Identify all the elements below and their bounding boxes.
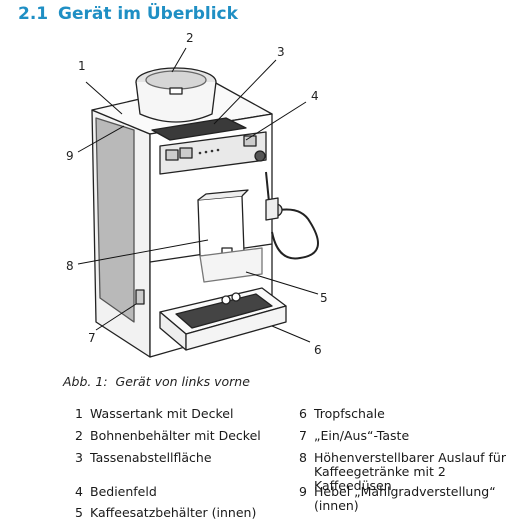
section-title: Gerät im Überblick [58, 4, 238, 24]
callout-1: 1 [78, 59, 86, 73]
figure-caption: Abb. 1: Gerät von links vorne [63, 374, 250, 389]
callout-6: 6 [314, 343, 322, 357]
coffee-machine-illustration: 1 2 3 4 5 6 7 8 9 [0, 22, 526, 372]
caption-text: Gerät von links vorne [115, 374, 250, 389]
callout-5: 5 [320, 291, 328, 305]
callout-3: 3 [277, 45, 285, 59]
machine-drawing: 1 2 3 4 5 6 7 8 9 [66, 31, 328, 358]
control-panel [159, 131, 267, 175]
callout-7: 7 [88, 331, 96, 345]
cup-tray [151, 117, 247, 141]
bean-container [135, 81, 217, 123]
section-number: 2.1 [18, 4, 49, 24]
legend-item: 7„Ein/Aus“-Taste [299, 428, 410, 443]
section-heading: 2.1 Gerät im Überblick [18, 4, 238, 30]
grounds-container [199, 247, 263, 283]
leader-lines [77, 47, 319, 343]
power-switch [135, 289, 145, 305]
callout-2: 2 [186, 31, 194, 45]
coffee-spout [197, 195, 245, 257]
water-tank [95, 117, 135, 323]
caption-label: Abb. 1: [63, 374, 108, 389]
callout-9: 9 [66, 149, 74, 163]
callout-8: 8 [66, 259, 74, 273]
callout-4: 4 [311, 89, 319, 103]
